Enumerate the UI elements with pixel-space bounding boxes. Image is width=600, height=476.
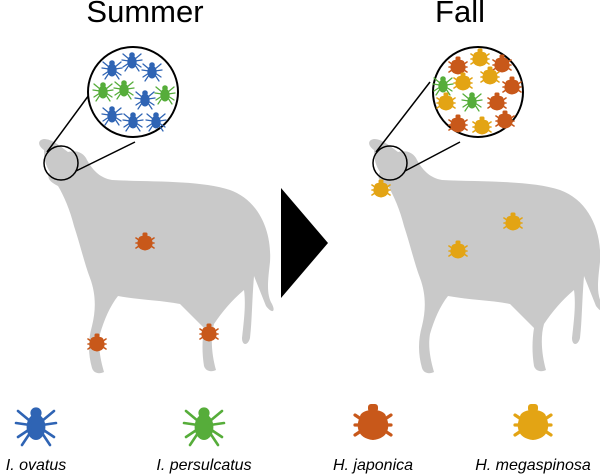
legend-label: H. japonica [333, 457, 413, 474]
summer-panel: Summer [39, 0, 274, 374]
legend-label: I. ovatus [6, 457, 66, 474]
legend-label: I. persulcatus [156, 457, 251, 474]
tick-engorged-icon [513, 403, 553, 441]
tick-icon [14, 407, 58, 447]
fall-title: Fall [435, 0, 485, 29]
transition-arrow [281, 188, 328, 298]
legend-item-i-persulcatus: I. persulcatus [156, 407, 252, 474]
tick-icon [182, 407, 226, 447]
legend-item-h-japonica: H. japonica [333, 403, 413, 474]
legend-item-h-megaspinosa: H. megaspinosa [475, 403, 591, 474]
fall-panel: Fall [369, 0, 600, 374]
legend-item-i-ovatus: I. ovatus [6, 407, 66, 474]
legend: I. ovatus I. persulcatus H. japonica H. … [6, 403, 591, 474]
tick-engorged-icon [353, 403, 393, 441]
legend-label: H. megaspinosa [475, 457, 591, 474]
summer-title: Summer [86, 0, 203, 29]
